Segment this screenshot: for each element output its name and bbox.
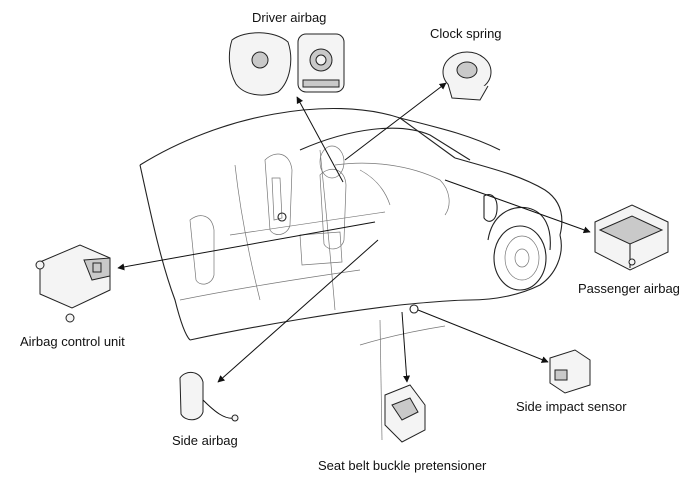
label-passenger-airbag: Passenger airbag — [578, 281, 680, 296]
seat-belt-buckle-pretensioner-part — [384, 384, 426, 443]
side-impact-sensor-part — [549, 349, 591, 394]
leader-side-airbag — [217, 239, 379, 383]
leader-clock-spring — [344, 82, 447, 161]
driver-airbag-part — [228, 32, 345, 96]
car-body-drawing — [139, 107, 563, 441]
clock-spring-part — [442, 51, 492, 101]
leader-lines — [117, 82, 591, 383]
label-seat-belt-buckle-pretensioner: Seat belt buckle pretensioner — [318, 458, 487, 473]
label-side-impact-sensor: Side impact sensor — [516, 399, 627, 414]
side-airbag-part — [179, 372, 239, 422]
label-clock-spring: Clock spring — [430, 26, 502, 41]
leader-driver-airbag — [296, 96, 344, 183]
leader-seat-belt-pretensioner — [401, 311, 411, 383]
label-driver-airbag: Driver airbag — [252, 10, 326, 25]
airbag-control-unit-part — [35, 244, 111, 323]
label-side-airbag: Side airbag — [172, 433, 238, 448]
passenger-airbag-part — [594, 204, 669, 271]
label-airbag-control-unit: Airbag control unit — [20, 334, 125, 349]
leader-airbag-control-unit — [117, 221, 376, 271]
leader-side-impact-sensor — [417, 309, 549, 363]
leader-passenger-airbag — [444, 179, 591, 234]
